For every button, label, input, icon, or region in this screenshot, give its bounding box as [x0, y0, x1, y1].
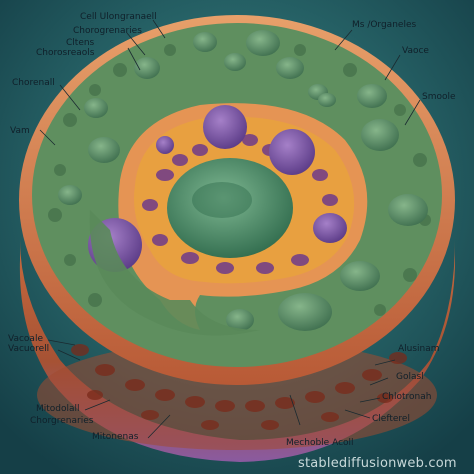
- label-chorgrenaries: Chorgrenaries: [30, 416, 94, 426]
- label-vacuorell: Vacuorell: [8, 344, 50, 354]
- label-vam: Vam: [10, 126, 30, 136]
- label-chorogrenaries: Chorogrenaries: [73, 26, 142, 36]
- label-chorosreaols: Chorosreaols: [36, 48, 95, 58]
- label-smoole: Smoole: [422, 92, 456, 102]
- label-alusinam: Alusinam: [398, 344, 440, 354]
- label-mitodolall: Mitodolall: [36, 404, 80, 414]
- label-cell: Cell Ulongranaell: [80, 12, 157, 22]
- label-organeles: Ms /Organeles: [352, 20, 417, 30]
- label-chorenall: Chorenall: [12, 78, 55, 88]
- label-golasl: Golasl: [396, 372, 424, 382]
- label-vacoale: Vacoale: [8, 334, 43, 344]
- label-mechoble-acoll: Mechoble Acoll: [286, 438, 354, 448]
- label-cltens: Cltens: [66, 38, 95, 48]
- watermark: stablediffusionweb.com: [298, 456, 457, 471]
- label-vaoce: Vaoce: [402, 46, 429, 56]
- label-chlotronah: Chlotronah: [382, 392, 432, 402]
- label-clefterel: Clefterel: [372, 414, 410, 424]
- label-mitonenas: Mitonenas: [92, 432, 139, 442]
